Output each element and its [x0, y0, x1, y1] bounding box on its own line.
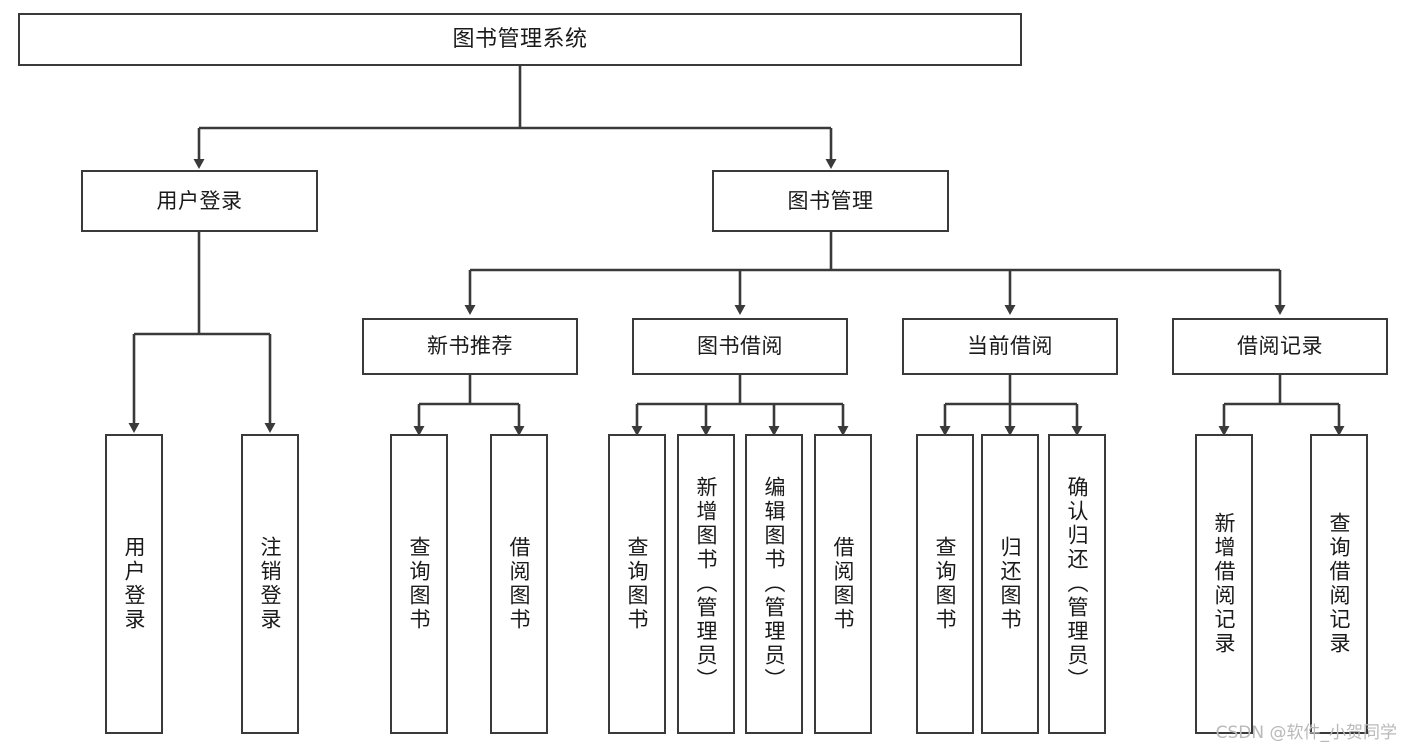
node-borrow-records[interactable]: 借阅记录	[1172, 318, 1388, 375]
node-root-system[interactable]: 图书管理系统	[18, 13, 1022, 66]
node-label: 查询借阅记录	[1327, 512, 1352, 656]
leaf-borrow-book-new[interactable]: 借阅图书	[490, 434, 548, 734]
node-user-login[interactable]: 用户登录	[81, 170, 318, 232]
node-label: 新增借阅记录	[1212, 512, 1237, 656]
leaf-return-book[interactable]: 归还图书	[981, 434, 1039, 734]
leaf-logout[interactable]: 注销登录	[241, 434, 299, 734]
node-label: 查询图书	[625, 536, 650, 632]
node-label: 用户登录	[156, 188, 243, 213]
leaf-user-login[interactable]: 用户登录	[105, 434, 163, 734]
node-new-book-recommendation[interactable]: 新书推荐	[362, 318, 578, 375]
node-label: 编辑图书（管理员）	[762, 476, 787, 692]
node-label: 新增图书（管理员）	[694, 476, 719, 692]
leaf-query-book-new[interactable]: 查询图书	[390, 434, 448, 734]
leaf-query-borrow-record[interactable]: 查询借阅记录	[1310, 434, 1368, 734]
csdn-watermark: CSDN @软件_小贺同学	[1215, 723, 1397, 743]
leaf-add-book-admin[interactable]: 新增图书（管理员）	[677, 434, 735, 734]
node-label: 归还图书	[998, 536, 1023, 632]
node-label: 图书管理	[787, 188, 874, 213]
node-label: 图书借阅	[697, 334, 783, 359]
node-label: 借阅图书	[507, 536, 532, 632]
node-label: 当前借阅	[967, 334, 1053, 359]
leaf-borrow-book[interactable]: 借阅图书	[814, 434, 872, 734]
node-label: 用户登录	[122, 536, 147, 632]
node-label: 查询图书	[407, 536, 432, 632]
node-book-management[interactable]: 图书管理	[712, 170, 949, 232]
node-label: 确认归还（管理员）	[1065, 476, 1090, 692]
node-book-borrow[interactable]: 图书借阅	[632, 318, 848, 375]
leaf-confirm-return-admin[interactable]: 确认归还（管理员）	[1048, 434, 1106, 734]
leaf-edit-book-admin[interactable]: 编辑图书（管理员）	[745, 434, 803, 734]
leaf-query-book-borrow[interactable]: 查询图书	[608, 434, 666, 734]
node-label: 注销登录	[258, 536, 283, 632]
node-label: 查询图书	[933, 536, 958, 632]
node-label: 新书推荐	[427, 334, 513, 359]
leaf-query-book-current[interactable]: 查询图书	[916, 434, 974, 734]
leaf-add-borrow-record[interactable]: 新增借阅记录	[1195, 434, 1253, 734]
node-label: 图书管理系统	[452, 26, 588, 52]
node-current-borrow[interactable]: 当前借阅	[902, 318, 1118, 375]
node-label: 借阅记录	[1237, 334, 1323, 359]
node-label: 借阅图书	[831, 536, 856, 632]
